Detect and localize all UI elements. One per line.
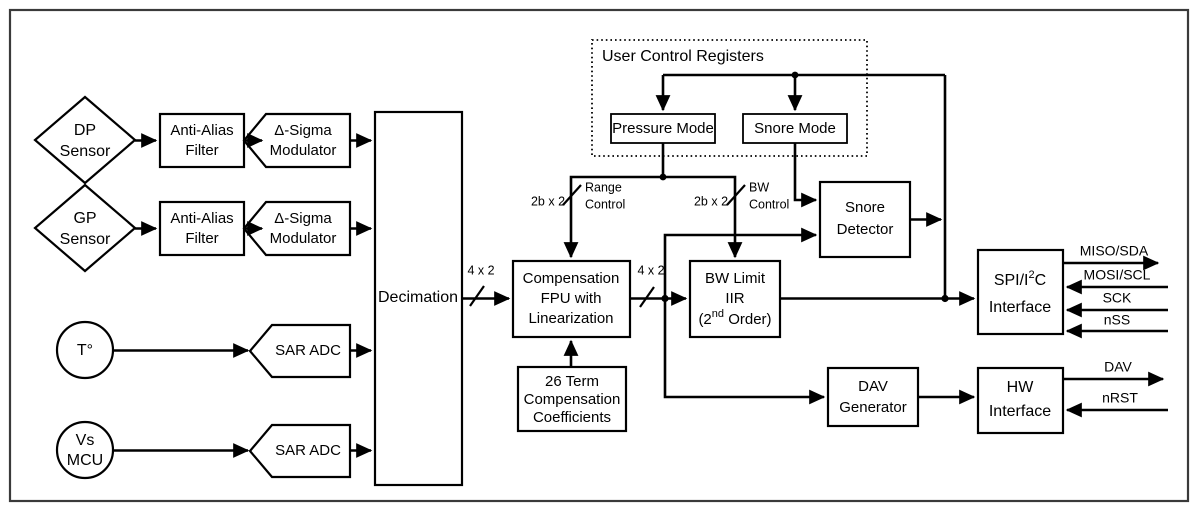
dp-sensor-label-1: DP (74, 122, 96, 139)
vs-mcu-sensor-label-1: Vs (76, 432, 95, 449)
spi-i2c-label-2: Interface (989, 299, 1051, 316)
snore-detector-block: Snore Detector (818, 180, 912, 259)
signal-label-nrst: nRST (1102, 390, 1138, 406)
compensation-coefficients-block: 26 Term Compensation Coefficients (516, 365, 628, 433)
bus-slash-decimation-out (469, 285, 485, 307)
hw-interface-label-2: Interface (989, 403, 1051, 420)
hw-interface-label-1: HW (1007, 379, 1035, 396)
delta-sigma-modulator-1-label-1: Δ-Sigma (274, 122, 332, 139)
dav-generator-block: DAV Generator (826, 366, 920, 428)
user-control-registers-group: User Control Registers (591, 39, 868, 157)
delta-sigma-modulator-1-label-2: Modulator (270, 142, 337, 159)
junction-ucr-snore-tap (791, 71, 799, 79)
gp-sensor-label-2: Sensor (60, 231, 111, 248)
hw-interface-block: HW Interface (976, 366, 1065, 435)
pressure-mode-label: Pressure Mode (612, 120, 714, 137)
bw-limit-label-3: (2nd Order) (698, 308, 771, 328)
outer-frame (8, 8, 1190, 503)
sar-adc-2: SAR ADC (248, 423, 352, 479)
sar-adc-2-label: SAR ADC (275, 442, 341, 459)
bus-slash-bw-control (726, 184, 746, 206)
spi-i2c-sup: 2 (1029, 269, 1035, 281)
anti-alias-filter-1-label-1: Anti-Alias (170, 122, 233, 139)
bus-label-fpu-out: 4 x 2 (637, 263, 664, 277)
vs-mcu-sensor-label-2: MCU (67, 452, 103, 469)
anti-alias-filter-1-label-2: Filter (185, 142, 218, 159)
compensation-fpu-label-3: Linearization (528, 310, 613, 327)
user-control-registers-label: User Control Registers (602, 48, 764, 65)
anti-alias-filter-2: Anti-Alias Filter (158, 200, 246, 257)
delta-sigma-modulator-2-label-2: Modulator (270, 230, 337, 247)
bw-control-label-2: Control (749, 197, 789, 211)
bw-limit-label-2: IIR (725, 290, 744, 307)
anti-alias-filter-2-label-1: Anti-Alias (170, 210, 233, 227)
bw-limit-order-sup: nd (712, 308, 724, 320)
vs-mcu-sensor: Vs MCU (55, 420, 115, 480)
range-control-label-2: Control (585, 197, 625, 211)
wire-bw-control (663, 175, 743, 259)
spi-i2c-post: C (1035, 272, 1047, 289)
spi-i2c-pre: SPI/I (994, 272, 1029, 289)
dav-generator-label-2: Generator (839, 399, 907, 416)
gp-sensor: GP Sensor (33, 183, 137, 273)
bw-limit-order-pre: (2 (698, 311, 711, 328)
delta-sigma-modulator-1: Δ-Sigma Modulator (242, 112, 352, 169)
signal-label-miso-sda: MISO/SDA (1080, 243, 1149, 259)
decimation-label: Decimation (378, 289, 458, 306)
delta-sigma-modulator-2-label-1: Δ-Sigma (274, 210, 332, 227)
bus-slash-range-control (562, 184, 582, 206)
dp-sensor: DP Sensor (33, 95, 137, 185)
temperature-sensor: T° (55, 320, 115, 380)
compensation-fpu-block: Compensation FPU with Linearization (511, 259, 632, 339)
compensation-fpu-label-1: Compensation (523, 270, 620, 287)
bus-label-decimation-out: 4 x 2 (467, 263, 494, 277)
signal-label-nss: nSS (1104, 312, 1130, 328)
bw-limit-iir-block: BW Limit IIR (2nd Order) (688, 259, 782, 339)
signal-label-mosi-scl: MOSI/SCL (1084, 267, 1151, 283)
temperature-sensor-label: T° (77, 342, 93, 359)
wire-fpu-tap-to-dav-generator (663, 298, 826, 405)
wire-fpu-tap-to-snore-detector (663, 227, 818, 299)
compensation-fpu-label-2: FPU with (541, 290, 602, 307)
bw-control-label-1: BW (749, 180, 769, 194)
snore-mode-register[interactable]: Snore Mode (742, 113, 848, 144)
anti-alias-filter-1: Anti-Alias Filter (158, 112, 246, 169)
bw-limit-label-1: BW Limit (705, 270, 766, 287)
range-control-label-1: Range (585, 180, 622, 194)
delta-sigma-modulator-2: Δ-Sigma Modulator (242, 200, 352, 257)
wire-pressure-mode-out (563, 143, 665, 259)
pressure-mode-register[interactable]: Pressure Mode (610, 113, 716, 144)
gp-sensor-label-1: GP (73, 210, 96, 227)
anti-alias-filter-2-label-2: Filter (185, 230, 218, 247)
dp-sensor-label-2: Sensor (60, 143, 111, 160)
bus-label-range-width: 2b x 2 (531, 194, 565, 208)
spi-i2c-label-1: SPI/I2C (994, 269, 1046, 289)
dav-generator-label-1: DAV (858, 378, 888, 395)
signal-label-sck: SCK (1103, 290, 1132, 306)
sar-adc-1: SAR ADC (248, 323, 352, 379)
coefficients-label-1: 26 Term (545, 373, 599, 390)
snore-detector-label-2: Detector (837, 221, 894, 238)
bw-limit-order-post: Order) (724, 311, 772, 328)
coefficients-label-3: Coefficients (533, 409, 611, 426)
spi-i2c-interface-block: SPI/I2C Interface (976, 248, 1065, 336)
decimation-block: Decimation (373, 110, 464, 487)
coefficients-label-2: Compensation (524, 391, 621, 408)
signal-label-dav: DAV (1104, 359, 1132, 375)
bus-label-bw-width: 2b x 2 (694, 194, 728, 208)
bus-slash-fpu-out (639, 286, 655, 308)
wire-snore-mode-to-detector (793, 143, 818, 208)
sar-adc-1-label: SAR ADC (275, 342, 341, 359)
snore-detector-label-1: Snore (845, 199, 885, 216)
snore-mode-label: Snore Mode (754, 120, 836, 137)
